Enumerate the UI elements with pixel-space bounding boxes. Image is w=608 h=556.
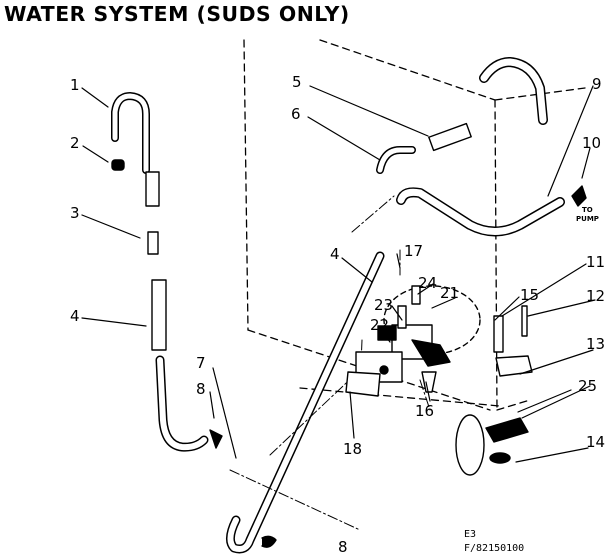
callout-21: 21 <box>440 284 459 302</box>
callout-5: 5 <box>292 73 302 91</box>
callout-13: 13 <box>586 335 605 353</box>
callout-leaders <box>81 85 596 463</box>
bracket-13 <box>495 355 533 377</box>
callout-3: 3 <box>70 204 80 222</box>
callout-15: 15 <box>520 286 539 304</box>
callout-4-right: 4 <box>330 245 340 263</box>
callout-23: 23 <box>374 296 393 314</box>
cap <box>111 159 125 171</box>
callout-14: 14 <box>586 433 605 451</box>
callout-24: 24 <box>418 274 437 292</box>
callout-9: 9 <box>592 75 602 93</box>
coupling-sleeve <box>145 171 160 207</box>
callout-18: 18 <box>343 440 362 458</box>
to-pump-label-line1: TO <box>582 206 593 214</box>
hose-bend-upper <box>111 92 150 174</box>
post-23 <box>397 305 407 329</box>
screw-12 <box>521 305 528 337</box>
callout-7: 7 <box>196 354 206 372</box>
water-valve-assembly <box>345 285 533 476</box>
figure-code-line2: F/82150100 <box>464 543 524 554</box>
callout-1: 1 <box>70 76 80 94</box>
bolt-16 <box>421 371 437 393</box>
pump-hose <box>376 57 587 237</box>
callout-25: 25 <box>578 377 597 395</box>
figure-code-line1: E3 <box>464 529 476 540</box>
disc-14 <box>489 452 511 464</box>
diagram-title: WATER SYSTEM (SUDS ONLY) <box>4 2 350 26</box>
solenoid-22 <box>377 325 397 341</box>
hose-straight <box>151 279 167 351</box>
callout-22: 22 <box>370 316 389 334</box>
callout-16: 16 <box>415 402 434 420</box>
callout-11: 11 <box>586 253 605 271</box>
clamp-10 <box>571 185 587 207</box>
tube-11 <box>493 315 504 353</box>
clamp-8-lower <box>261 535 277 548</box>
screw-24 <box>411 285 421 305</box>
hose-5 <box>428 122 472 152</box>
callout-2: 2 <box>70 134 80 152</box>
callout-10: 10 <box>582 134 601 152</box>
left-hose-assembly <box>111 92 223 452</box>
switch-25 <box>485 417 529 443</box>
callout-17: 17 <box>404 242 423 260</box>
callout-8-left: 8 <box>196 380 206 398</box>
connector <box>147 231 159 255</box>
diagonal-hose <box>226 251 385 554</box>
callout-4-left: 4 <box>70 307 80 325</box>
callout-12: 12 <box>586 287 605 305</box>
clamp-8 <box>209 429 223 449</box>
callout-6: 6 <box>291 105 301 123</box>
to-pump-label-line2: PUMP <box>576 215 599 223</box>
callout-8-bottom: 8 <box>338 538 348 556</box>
